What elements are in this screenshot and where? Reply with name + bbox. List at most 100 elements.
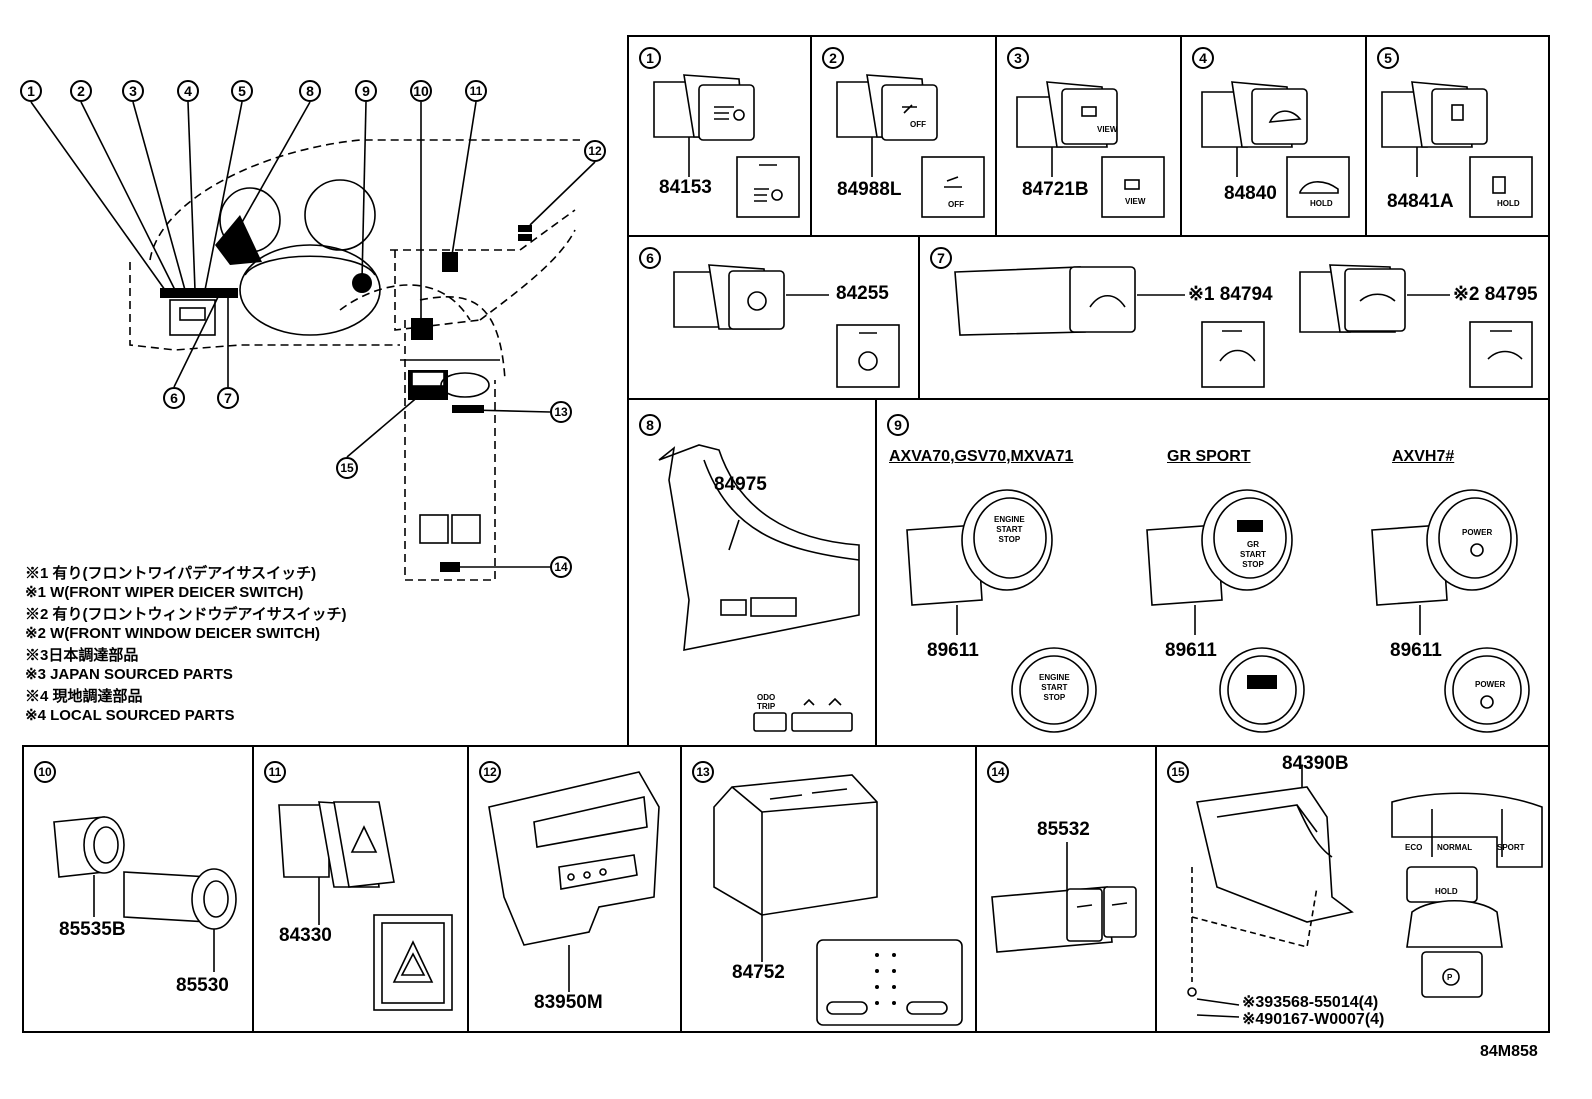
engine-start-stop-icon-text: ENGINE START STOP (1039, 673, 1070, 702)
switch-84988L-drawing: OFF OFF (836, 74, 985, 218)
power-icon-text: POWER (1475, 680, 1506, 689)
hold-icon-label-5: HOLD (1497, 199, 1520, 208)
part-number-83950M[interactable]: 83950M (534, 992, 603, 1013)
note-1-en: ※1 W(FRONT WIPER DEICER SWITCH) (25, 584, 304, 601)
part-number-84794[interactable]: ※1 84794 (1188, 284, 1273, 305)
part-number-84752[interactable]: 84752 (732, 962, 785, 983)
cell-13-number: 13 (692, 761, 714, 783)
part-number-84255[interactable]: 84255 (836, 283, 889, 304)
part-number-84330[interactable]: 84330 (279, 925, 332, 946)
part-number-85530[interactable]: 85530 (176, 975, 229, 996)
meter-hood-84975-drawing (658, 444, 860, 732)
callout-7[interactable]: 7 (217, 387, 239, 409)
switch-84153-drawing (653, 74, 800, 218)
callout-2[interactable]: 2 (70, 80, 92, 102)
part-number-85532[interactable]: 85532 (1037, 819, 1090, 840)
part-number-84153[interactable]: 84153 (659, 177, 712, 198)
note-3-jp: ※3日本調達部品 (25, 647, 139, 664)
callout-15[interactable]: 15 (336, 457, 358, 479)
mode-label-eco: ECO (1405, 843, 1423, 852)
part-number-84390B[interactable]: 84390B (1282, 753, 1349, 774)
part-number-84795[interactable]: ※2 84795 (1453, 284, 1538, 305)
engine-start-stop-text: ENGINE START STOP (994, 515, 1025, 544)
callout-14[interactable]: 14 (550, 556, 572, 578)
cell-4: 4 HOLD 84840 (1180, 35, 1367, 237)
svg-text:P: P (1447, 973, 1453, 982)
cell-15-number: 15 (1167, 761, 1189, 783)
cell-3-number: 3 (1007, 47, 1029, 69)
variant-label-gr-sport: GR SPORT (1167, 448, 1251, 465)
cell-7: 7 ※1 84794 ※2 84795 (918, 235, 1550, 400)
part-number-84975[interactable]: 84975 (714, 474, 767, 495)
callout-8[interactable]: 8 (299, 80, 321, 102)
cell-4-number: 4 (1192, 47, 1214, 69)
switch-84841A-drawing (1381, 81, 1533, 218)
mode-label-normal: NORMAL (1437, 843, 1473, 852)
cell-6: 6 84255 (627, 235, 920, 400)
seat-heater-switch-84752-drawing (713, 774, 963, 1026)
part-number-89611-gr-sport[interactable]: 89611 (1165, 640, 1217, 661)
callout-5[interactable]: 5 (231, 80, 253, 102)
cell-9-number: 9 (887, 414, 909, 436)
cell-14: 14 85532 (975, 745, 1157, 1033)
cell-7-number: 7 (930, 247, 952, 269)
cell-12: 12 83950M (467, 745, 682, 1033)
svg-text:OFF: OFF (948, 200, 964, 209)
callout-12[interactable]: 12 (584, 140, 606, 162)
cell-5-number: 5 (1377, 47, 1399, 69)
cell-6-number: 6 (639, 247, 661, 269)
hazard-switch-84330-drawing (278, 801, 453, 1011)
cell-10: 10 85535B 85530 (22, 745, 255, 1033)
part-number-84841A[interactable]: 84841A (1387, 191, 1454, 212)
push-start-switches-drawing (906, 489, 1530, 733)
part-number-89611-standard[interactable]: 89611 (927, 640, 979, 661)
cell-3: 3 VIEW VIEW 84721B (995, 35, 1182, 237)
callout-3[interactable]: 3 (122, 80, 144, 102)
bolt-part-90167[interactable]: ※490167-W0007(4) (1242, 1011, 1385, 1028)
power-text: POWER (1462, 528, 1493, 537)
power-outlet-drawing (53, 816, 237, 972)
note-3-en: ※3 JAPAN SOURCED PARTS (25, 666, 233, 683)
cell-9: 9 AXVA70,GSV70,MXVA71 GR SPORT AXVH7# EN… (875, 398, 1550, 748)
part-number-89611-hybrid[interactable]: 89611 (1390, 640, 1442, 661)
callout-6[interactable]: 6 (163, 387, 185, 409)
svg-text:VIEW: VIEW (1097, 125, 1118, 134)
shift-console-84390B-drawing: P (1187, 765, 1543, 1018)
callout-11[interactable]: 11 (465, 80, 487, 102)
part-number-84840[interactable]: 84840 (1224, 183, 1277, 204)
switch-84721B-drawing: VIEW (1016, 81, 1165, 218)
part-number-85535B[interactable]: 85535B (59, 919, 126, 940)
switch-84840-drawing (1201, 81, 1350, 218)
note-2-jp: ※2 有り(フロントウィンドウデアイサスイッチ) (25, 606, 347, 623)
cell-8: 8 84975 ODO TRIP (627, 398, 877, 748)
switch-panel-83950M-drawing (488, 771, 660, 992)
variant-label-hybrid: AXVH7# (1392, 448, 1455, 465)
cell-2-number: 2 (822, 47, 844, 69)
callout-13[interactable]: 13 (550, 401, 572, 423)
cell-8-number: 8 (639, 414, 661, 436)
hold-icon-label-4: HOLD (1310, 199, 1333, 208)
dashboard-drawing (30, 101, 596, 581)
cell-11-number: 11 (264, 761, 286, 783)
odo-trip-label: ODO TRIP (757, 693, 776, 711)
callout-1[interactable]: 1 (20, 80, 42, 102)
switch-84794-84795-drawing (954, 264, 1533, 388)
variant-label-standard: AXVA70,GSV70,MXVA71 (889, 448, 1074, 465)
cell-5: 5 HOLD 84841A (1365, 35, 1550, 237)
svg-text:OFF: OFF (910, 120, 926, 129)
cell-14-number: 14 (987, 761, 1009, 783)
bolt-part-93568[interactable]: ※393568-55014(4) (1242, 994, 1379, 1011)
note-4-jp: ※4 現地調達部品 (25, 688, 143, 705)
part-number-84988L[interactable]: 84988L (837, 179, 902, 200)
switch-85532-drawing (991, 842, 1137, 953)
note-4-en: ※4 LOCAL SOURCED PARTS (25, 707, 235, 724)
part-number-84721B[interactable]: 84721B (1022, 179, 1089, 200)
note-2-en: ※2 W(FRONT WINDOW DEICER SWITCH) (25, 625, 321, 642)
cell-1: 1 84153 (627, 35, 812, 237)
callout-10[interactable]: 10 (410, 80, 432, 102)
cell-12-number: 12 (479, 761, 501, 783)
note-1-jp: ※1 有り(フロントワイパデアイサスイッチ) (25, 565, 317, 582)
callout-9[interactable]: 9 (355, 80, 377, 102)
callout-4[interactable]: 4 (177, 80, 199, 102)
cell-1-number: 1 (639, 47, 661, 69)
